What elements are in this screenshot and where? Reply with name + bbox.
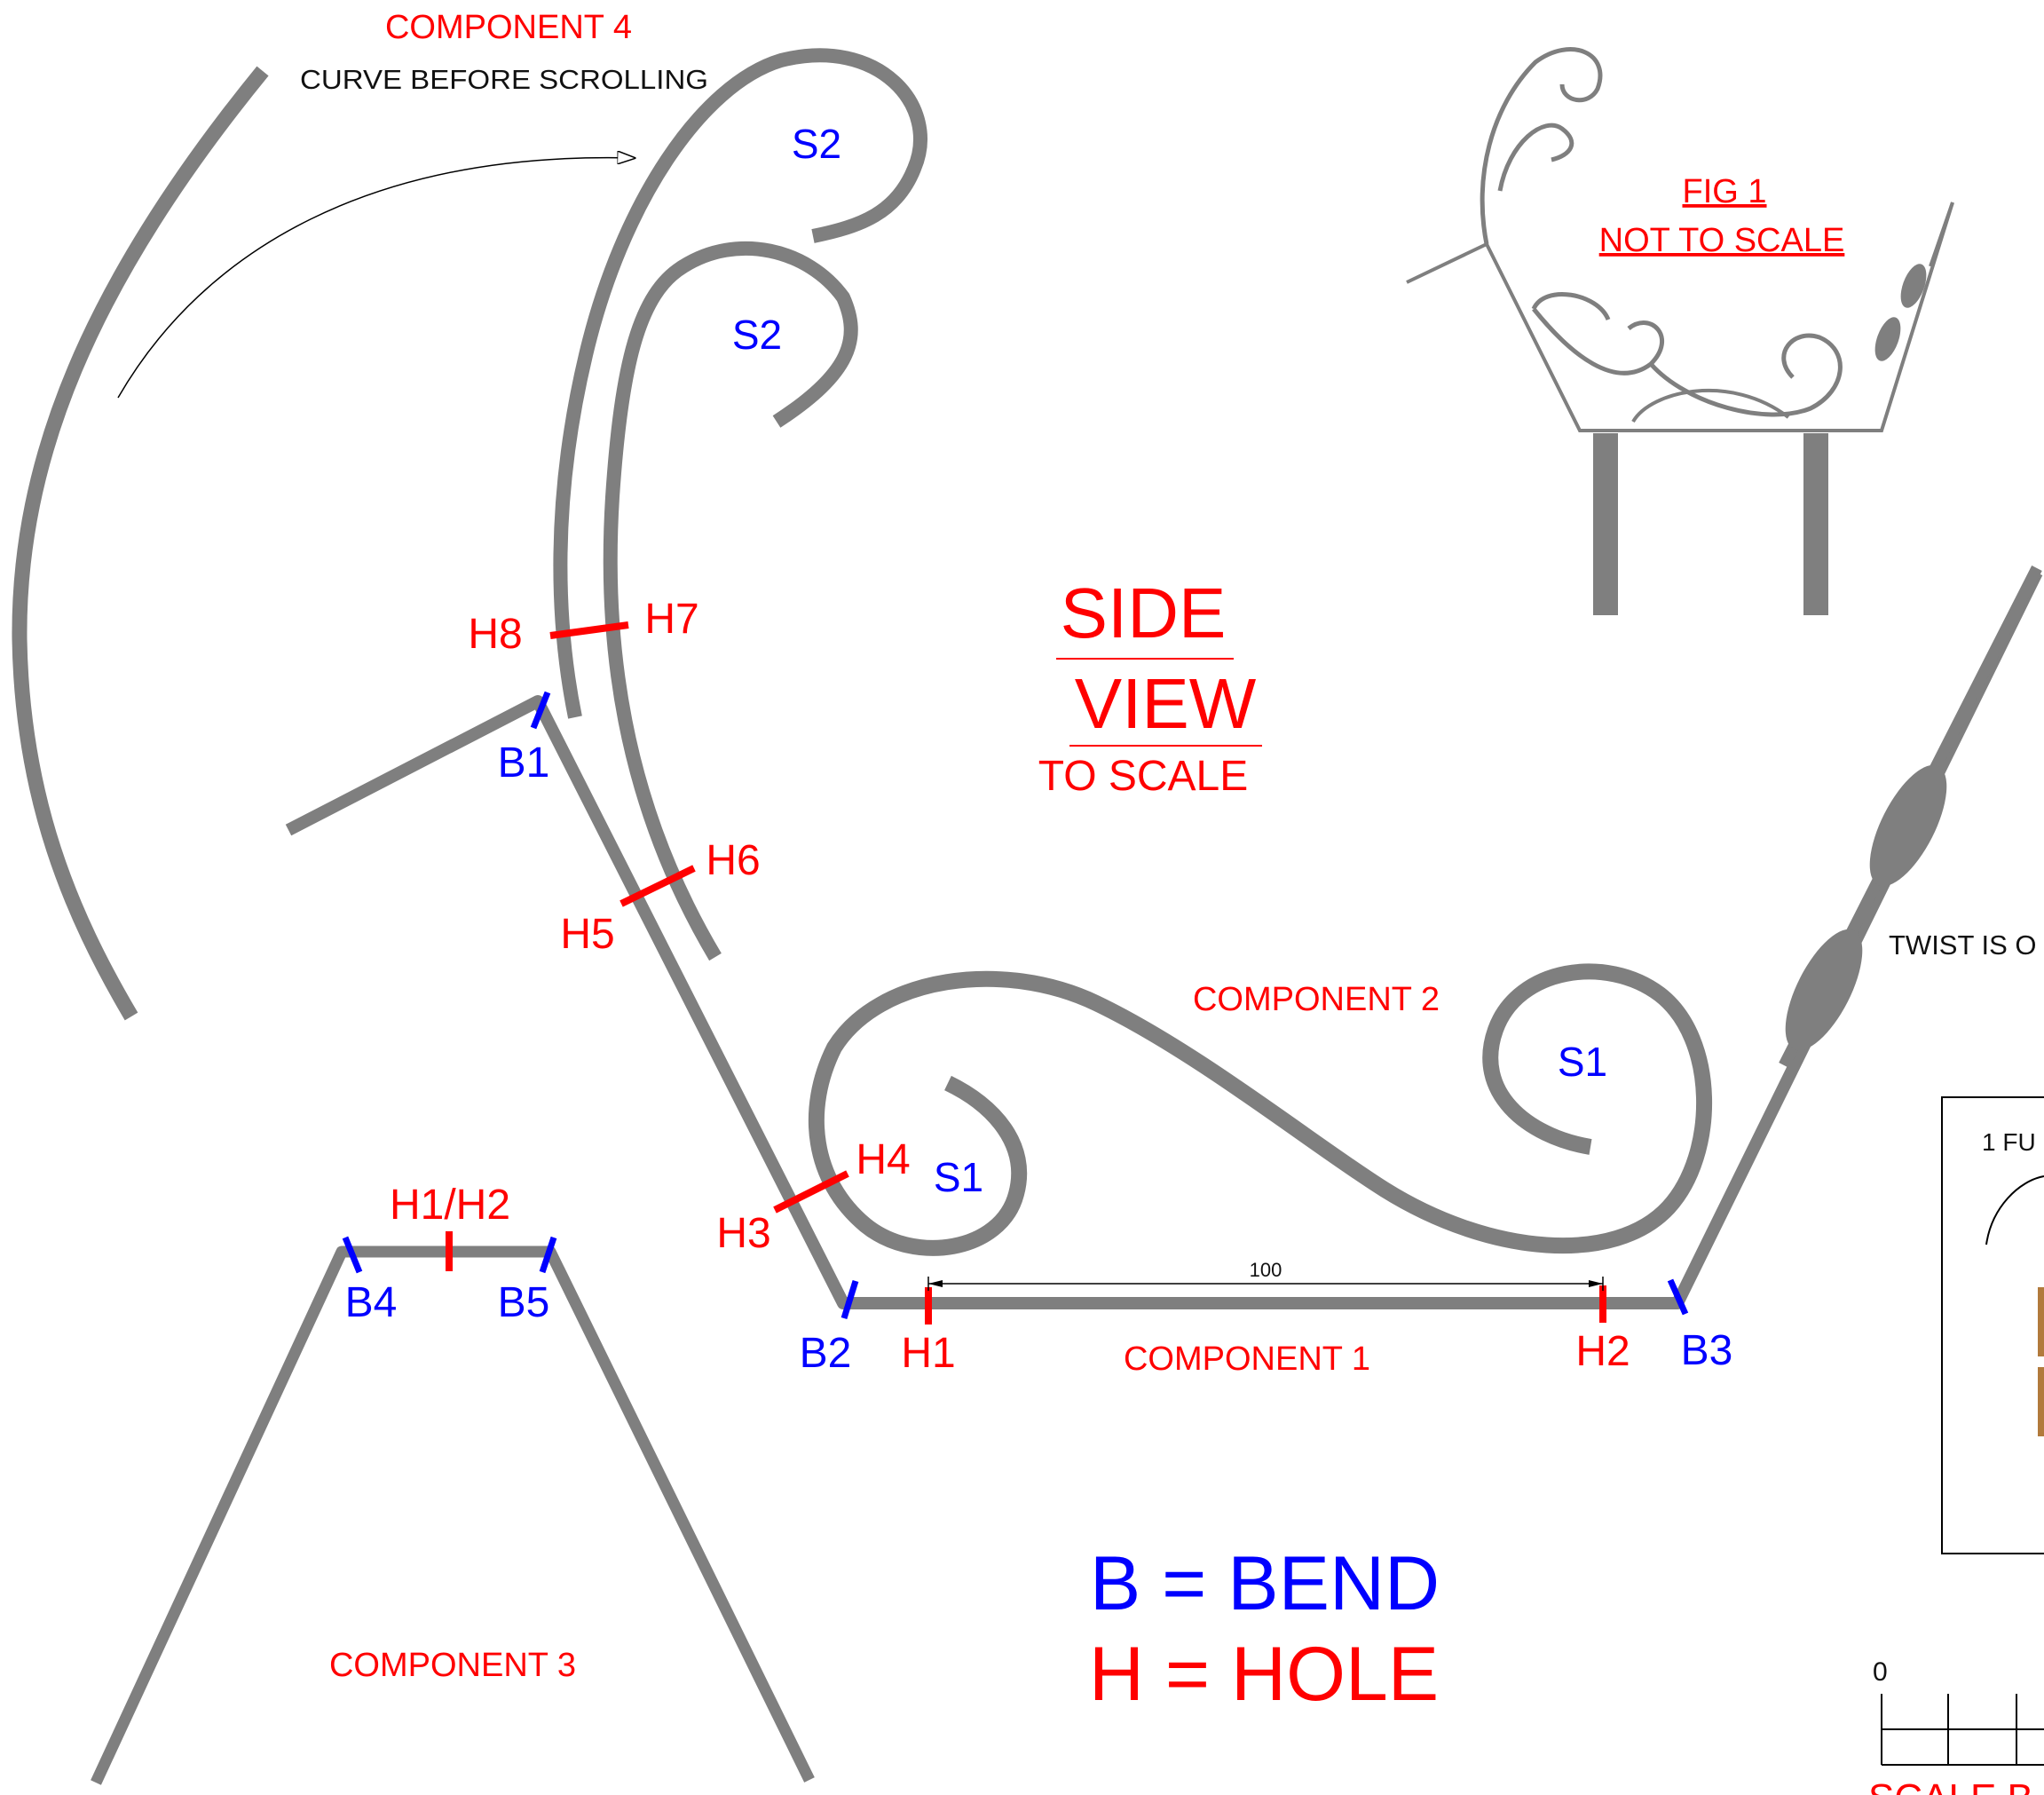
fig1-sketch: [1406, 47, 1954, 615]
hole-label-h1: H1: [901, 1330, 955, 1377]
twist-note: TWIST IS O: [1889, 929, 2037, 961]
component-4-label: COMPONENT 4: [385, 9, 632, 46]
fig1-not-to-scale: NOT TO SCALE: [1599, 222, 1845, 259]
scroll-label-s2-top: S2: [792, 121, 841, 167]
hole-label-h7: H7: [644, 596, 698, 643]
component-1-frame: [285, 569, 2043, 1309]
hole-label-h6: H6: [706, 837, 760, 884]
hole-label-h3: H3: [716, 1210, 770, 1257]
hole-label-h4: H4: [856, 1136, 910, 1183]
twisted-bar: [1779, 565, 2042, 1068]
bend-label-b1: B1: [498, 739, 550, 787]
curve-before-scrolling-note: CURVE BEFORE SCROLLING: [300, 64, 708, 95]
component-4-outer-scroll: [553, 48, 927, 719]
scale-bar: [1881, 1694, 2044, 1766]
scroll-label-s2-lower: S2: [732, 312, 782, 358]
curve-arrow: [117, 158, 635, 399]
side-view-title-line2: VIEW: [1075, 664, 1257, 743]
scroll-label-s1-left: S1: [934, 1154, 983, 1200]
dimension-line: [927, 1277, 1604, 1291]
scroll-label-s1-right: S1: [1558, 1039, 1607, 1085]
side-view-title-line1: SIDE: [1061, 573, 1227, 652]
hole-label-h8: H8: [468, 611, 522, 658]
legend-bend: B = BEND: [1090, 1541, 1440, 1626]
component-3-label: COMPONENT 3: [329, 1647, 576, 1684]
legend-hole: H = HOLE: [1089, 1632, 1439, 1717]
inset-box: [1941, 1096, 2044, 1554]
hole-label-h5: H5: [560, 911, 614, 958]
bend-label-b3: B3: [1681, 1327, 1733, 1374]
hole-label-h1-h2: H1/H2: [390, 1182, 510, 1229]
component-4-inner-scroll: [603, 241, 858, 961]
bend-marks: [342, 691, 1689, 1320]
component-2-s-scroll: [808, 963, 1712, 1256]
bend-label-b2: B2: [800, 1330, 852, 1377]
dimension-value: 100: [1250, 1259, 1282, 1281]
component-4-unscrolled-arc: [12, 66, 269, 1021]
component-2-label: COMPONENT 2: [1193, 981, 1440, 1018]
side-view-title-line3: TO SCALE: [1038, 753, 1249, 800]
scale-zero-label: 0: [1873, 1657, 1888, 1687]
bend-label-b4: B4: [345, 1279, 398, 1326]
hole-label-h2: H2: [1575, 1328, 1630, 1375]
bend-label-b5: B5: [498, 1279, 550, 1326]
inset-label: 1 FU: [1982, 1128, 2036, 1156]
scale-bar-title: SCALE B: [1868, 1776, 2033, 1795]
fig1-label: FIG 1: [1682, 173, 1766, 210]
component-3-frame: [91, 1245, 815, 1785]
component-1-label: COMPONENT 1: [1124, 1340, 1370, 1378]
hole-marks: [446, 621, 1606, 1325]
